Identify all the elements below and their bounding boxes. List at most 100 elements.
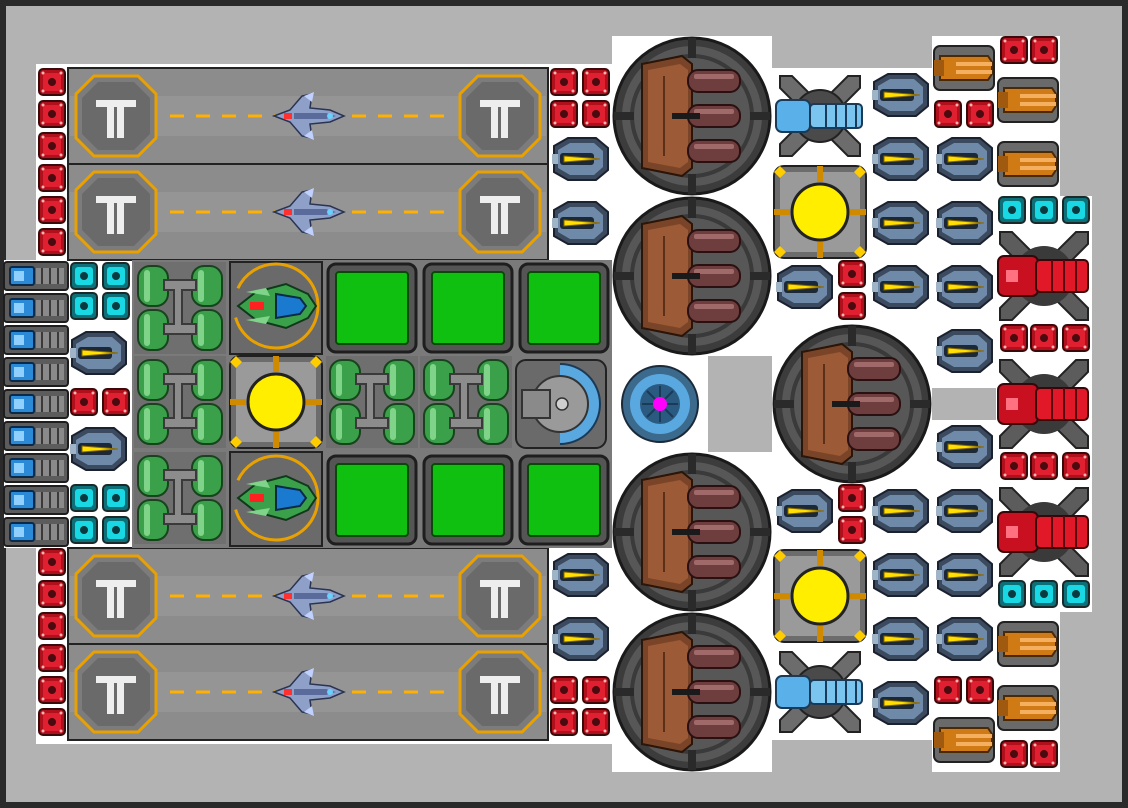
gun-icon — [997, 77, 1059, 123]
armor-block-icon[interactable] — [1000, 740, 1028, 768]
armor-block-icon[interactable] — [1000, 36, 1028, 64]
laser-turret-icon[interactable] — [935, 489, 993, 533]
armor-block-icon[interactable] — [38, 676, 66, 704]
landing-pad-icon[interactable] — [74, 554, 158, 638]
laser-turret-icon[interactable] — [871, 489, 929, 533]
armor-block-icon[interactable] — [966, 100, 994, 128]
armor-block-icon[interactable] — [582, 68, 610, 96]
armor-block-icon[interactable] — [38, 612, 66, 640]
armor-block-icon[interactable] — [582, 676, 610, 704]
laser-turret-icon[interactable] — [935, 265, 993, 309]
laser-turret-icon[interactable] — [871, 137, 929, 181]
shield-block-icon[interactable] — [102, 516, 130, 544]
laser-turret-icon[interactable] — [69, 427, 127, 471]
laser-turret-icon[interactable] — [871, 73, 929, 117]
laser-turret-icon[interactable] — [871, 681, 929, 725]
landing-pad-icon[interactable] — [74, 170, 158, 254]
armor-block-icon[interactable] — [1030, 452, 1058, 480]
engine-icon[interactable] — [3, 261, 69, 291]
laser-turret-icon[interactable] — [551, 201, 609, 245]
armor-block-icon[interactable] — [38, 228, 66, 256]
armor-block-icon[interactable] — [582, 708, 610, 736]
engine-icon[interactable] — [3, 325, 69, 355]
shield-block-icon[interactable] — [1030, 580, 1058, 608]
laser-turret-icon[interactable] — [935, 425, 993, 469]
armor-block-icon[interactable] — [70, 388, 98, 416]
landing-pad-icon[interactable] — [458, 554, 542, 638]
shield-block-icon[interactable] — [1062, 580, 1090, 608]
landing-pad-icon[interactable] — [74, 650, 158, 734]
laser-turret-icon[interactable] — [551, 137, 609, 181]
armor-block-icon[interactable] — [1030, 36, 1058, 64]
armor-block-icon[interactable] — [838, 516, 866, 544]
armor-block-icon[interactable] — [1062, 324, 1090, 352]
shield-block-icon[interactable] — [102, 262, 130, 290]
armor-block-icon[interactable] — [838, 260, 866, 288]
armor-block-icon[interactable] — [1030, 324, 1058, 352]
armor-block-icon[interactable] — [38, 548, 66, 576]
armor-block-icon[interactable] — [38, 644, 66, 672]
laser-turret-icon[interactable] — [935, 553, 993, 597]
armor-block-icon[interactable] — [1062, 452, 1090, 480]
engine-icon[interactable] — [3, 421, 69, 451]
laser-turret-icon[interactable] — [775, 265, 833, 309]
laser-turret-icon[interactable] — [69, 331, 127, 375]
engine-icon[interactable] — [3, 357, 69, 387]
pipe-module — [133, 261, 227, 355]
engine-icon[interactable] — [3, 485, 69, 515]
shield-block-icon[interactable] — [1030, 196, 1058, 224]
shield-block-icon[interactable] — [70, 262, 98, 290]
armor-block-icon[interactable] — [838, 484, 866, 512]
landing-pad-icon[interactable] — [458, 74, 542, 158]
shield-block-icon[interactable] — [998, 196, 1026, 224]
laser-turret-icon[interactable] — [935, 201, 993, 245]
shield-block-icon[interactable] — [70, 516, 98, 544]
laser-turret-icon[interactable] — [871, 617, 929, 661]
armor-block-icon[interactable] — [550, 68, 578, 96]
laser-turret-icon[interactable] — [935, 137, 993, 181]
engine-icon[interactable] — [3, 293, 69, 323]
laser-turret-icon[interactable] — [775, 489, 833, 533]
armor-block-icon[interactable] — [966, 676, 994, 704]
armor-block-icon[interactable] — [550, 100, 578, 128]
armor-block-icon[interactable] — [934, 100, 962, 128]
laser-turret-icon[interactable] — [551, 553, 609, 597]
laser-turret-icon[interactable] — [871, 201, 929, 245]
laser-turret-icon[interactable] — [935, 329, 993, 373]
shield-block-icon[interactable] — [70, 484, 98, 512]
armor-block-icon[interactable] — [38, 580, 66, 608]
landing-pad-icon[interactable] — [74, 74, 158, 158]
landing-pad-icon[interactable] — [458, 170, 542, 254]
armor-block-icon[interactable] — [550, 708, 578, 736]
armor-block-icon[interactable] — [38, 68, 66, 96]
armor-block-icon[interactable] — [38, 164, 66, 192]
laser-turret-icon[interactable] — [871, 265, 929, 309]
laser-turret-icon[interactable] — [871, 553, 929, 597]
armor-block-icon[interactable] — [102, 388, 130, 416]
engine-icon[interactable] — [3, 453, 69, 483]
engine-icon[interactable] — [3, 517, 69, 547]
shield-block-icon[interactable] — [70, 292, 98, 320]
armor-block-icon[interactable] — [1000, 324, 1028, 352]
shield-block-icon[interactable] — [1062, 196, 1090, 224]
armor-block-icon[interactable] — [582, 100, 610, 128]
engine-icon[interactable] — [3, 389, 69, 419]
laser-turret-icon[interactable] — [551, 617, 609, 661]
armor-block-icon[interactable] — [934, 676, 962, 704]
landing-pad-icon[interactable] — [458, 650, 542, 734]
armor-block-icon[interactable] — [550, 676, 578, 704]
shield-block-icon[interactable] — [102, 484, 130, 512]
armor-block-icon[interactable] — [1030, 740, 1058, 768]
armor-block-icon[interactable] — [1000, 452, 1028, 480]
armor-block-icon[interactable] — [38, 100, 66, 128]
armor-block-icon[interactable] — [838, 292, 866, 320]
shield-block-icon[interactable] — [102, 292, 130, 320]
armor-block-icon[interactable] — [38, 708, 66, 736]
pipe-module — [419, 355, 513, 449]
armor-block-icon[interactable] — [38, 196, 66, 224]
armor-block-icon[interactable] — [38, 132, 66, 160]
shield-block-icon[interactable] — [998, 580, 1026, 608]
laser-turret-icon[interactable] — [935, 617, 993, 661]
